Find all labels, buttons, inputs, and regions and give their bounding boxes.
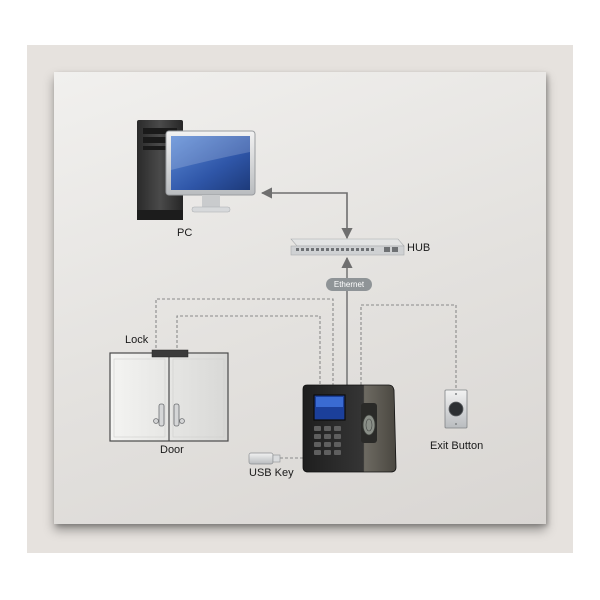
desktop-computer-icon bbox=[137, 120, 256, 220]
exit-button-label: Exit Button bbox=[430, 440, 484, 452]
pc-label: PC bbox=[177, 227, 193, 239]
dashed-wiring bbox=[155, 298, 457, 459]
fingerprint-terminal-icon bbox=[302, 384, 397, 473]
lock-label: Lock bbox=[125, 334, 149, 346]
usb-key-label: USB Key bbox=[249, 467, 294, 479]
network-hub-icon bbox=[290, 238, 405, 256]
door-lock-icon bbox=[151, 349, 189, 358]
usb-key-icon bbox=[248, 452, 281, 465]
exit-button-wire bbox=[360, 304, 457, 390]
ethernet-badge: Ethernet bbox=[326, 278, 372, 291]
exit-button-icon bbox=[444, 389, 468, 429]
pc-hub-link bbox=[260, 187, 353, 240]
hub-label: HUB bbox=[407, 242, 431, 254]
lock-wire-outer bbox=[155, 298, 334, 385]
door-label: Door bbox=[160, 444, 184, 456]
diagram-card bbox=[54, 72, 546, 524]
door-handles bbox=[153, 403, 185, 427]
double-door-icon bbox=[109, 352, 229, 442]
